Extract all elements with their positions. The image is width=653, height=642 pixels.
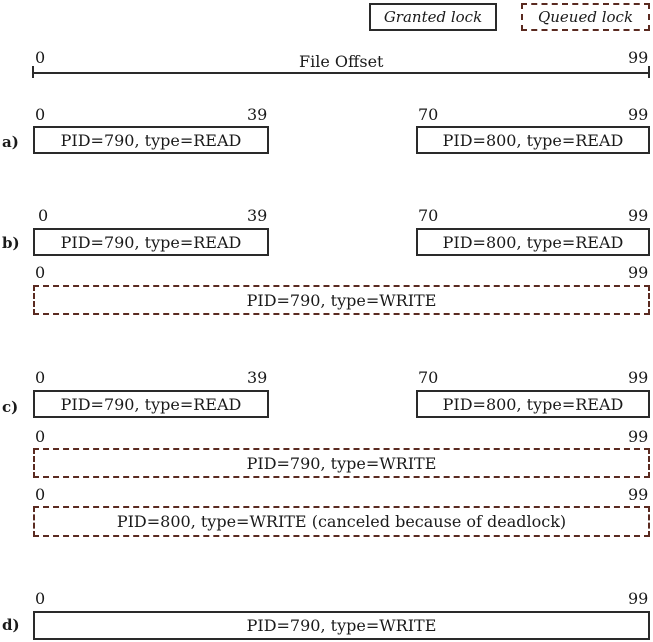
lock-start-offset: 0 bbox=[35, 263, 46, 282]
axis-start-tick bbox=[32, 66, 34, 78]
row-label-b: b) bbox=[2, 234, 20, 252]
lock-start-offset: 70 bbox=[418, 206, 439, 225]
queued-lock-write-800-canceled: PID=800, type=WRITE (canceled because of… bbox=[33, 506, 650, 537]
lock-label: PID=790, type=READ bbox=[60, 394, 242, 414]
lock-end-offset: 99 bbox=[628, 589, 649, 608]
lock-end-offset: 99 bbox=[628, 105, 649, 124]
lock-end-offset: 99 bbox=[628, 206, 649, 225]
lock-end-offset: 99 bbox=[628, 427, 649, 446]
lock-label: PID=790, type=READ bbox=[60, 232, 242, 252]
lock-end-offset: 99 bbox=[628, 368, 649, 387]
axis-end-label: 99 bbox=[628, 48, 649, 67]
lock-label: PID=800, type=READ bbox=[442, 130, 624, 150]
axis-start-label: 0 bbox=[35, 48, 46, 67]
lock-start-offset: 70 bbox=[418, 368, 439, 387]
lock-label: PID=800, type=WRITE (canceled because of… bbox=[116, 512, 567, 531]
lock-end-offset: 99 bbox=[628, 485, 649, 504]
lock-start-offset: 0 bbox=[38, 206, 49, 225]
legend-granted-lock: Granted lock bbox=[369, 3, 497, 31]
row-label-d: d) bbox=[2, 616, 20, 634]
lock-label: PID=790, type=READ bbox=[60, 130, 242, 150]
lock-label: PID=790, type=WRITE bbox=[246, 453, 437, 473]
lock-start-offset: 0 bbox=[35, 105, 46, 124]
lock-start-offset: 0 bbox=[35, 485, 46, 504]
legend-granted-label: Granted lock bbox=[383, 8, 483, 26]
lock-end-offset: 39 bbox=[247, 368, 268, 387]
file-offset-label: File Offset bbox=[295, 53, 388, 71]
row-label-a: a) bbox=[2, 133, 19, 151]
lock-start-offset: 0 bbox=[35, 368, 46, 387]
granted-lock-read-790: PID=790, type=READ bbox=[33, 126, 269, 154]
lock-label: PID=800, type=READ bbox=[442, 232, 624, 252]
lock-start-offset: 0 bbox=[35, 589, 46, 608]
granted-lock-read-800: PID=800, type=READ bbox=[416, 228, 650, 256]
lock-end-offset: 39 bbox=[247, 206, 268, 225]
granted-lock-read-790: PID=790, type=READ bbox=[33, 390, 269, 418]
lock-start-offset: 0 bbox=[35, 427, 46, 446]
legend-queued-label: Queued lock bbox=[537, 8, 634, 26]
queued-lock-write-790: PID=790, type=WRITE bbox=[33, 448, 650, 478]
row-label-c: c) bbox=[2, 398, 19, 416]
axis-end-tick bbox=[648, 66, 650, 78]
lock-end-offset: 39 bbox=[247, 105, 268, 124]
lock-start-offset: 70 bbox=[418, 105, 439, 124]
granted-lock-read-800: PID=800, type=READ bbox=[416, 390, 650, 418]
lock-label: PID=790, type=WRITE bbox=[246, 290, 437, 310]
lock-end-offset: 99 bbox=[628, 263, 649, 282]
legend-queued-lock: Queued lock bbox=[521, 3, 650, 31]
file-offset-axis bbox=[33, 72, 650, 74]
lock-label: PID=790, type=WRITE bbox=[246, 616, 437, 635]
queued-lock-write-790: PID=790, type=WRITE bbox=[33, 285, 650, 315]
granted-lock-write-790: PID=790, type=WRITE bbox=[33, 611, 650, 640]
lock-label: PID=800, type=READ bbox=[442, 394, 624, 414]
granted-lock-read-790: PID=790, type=READ bbox=[33, 228, 269, 256]
granted-lock-read-800: PID=800, type=READ bbox=[416, 126, 650, 154]
